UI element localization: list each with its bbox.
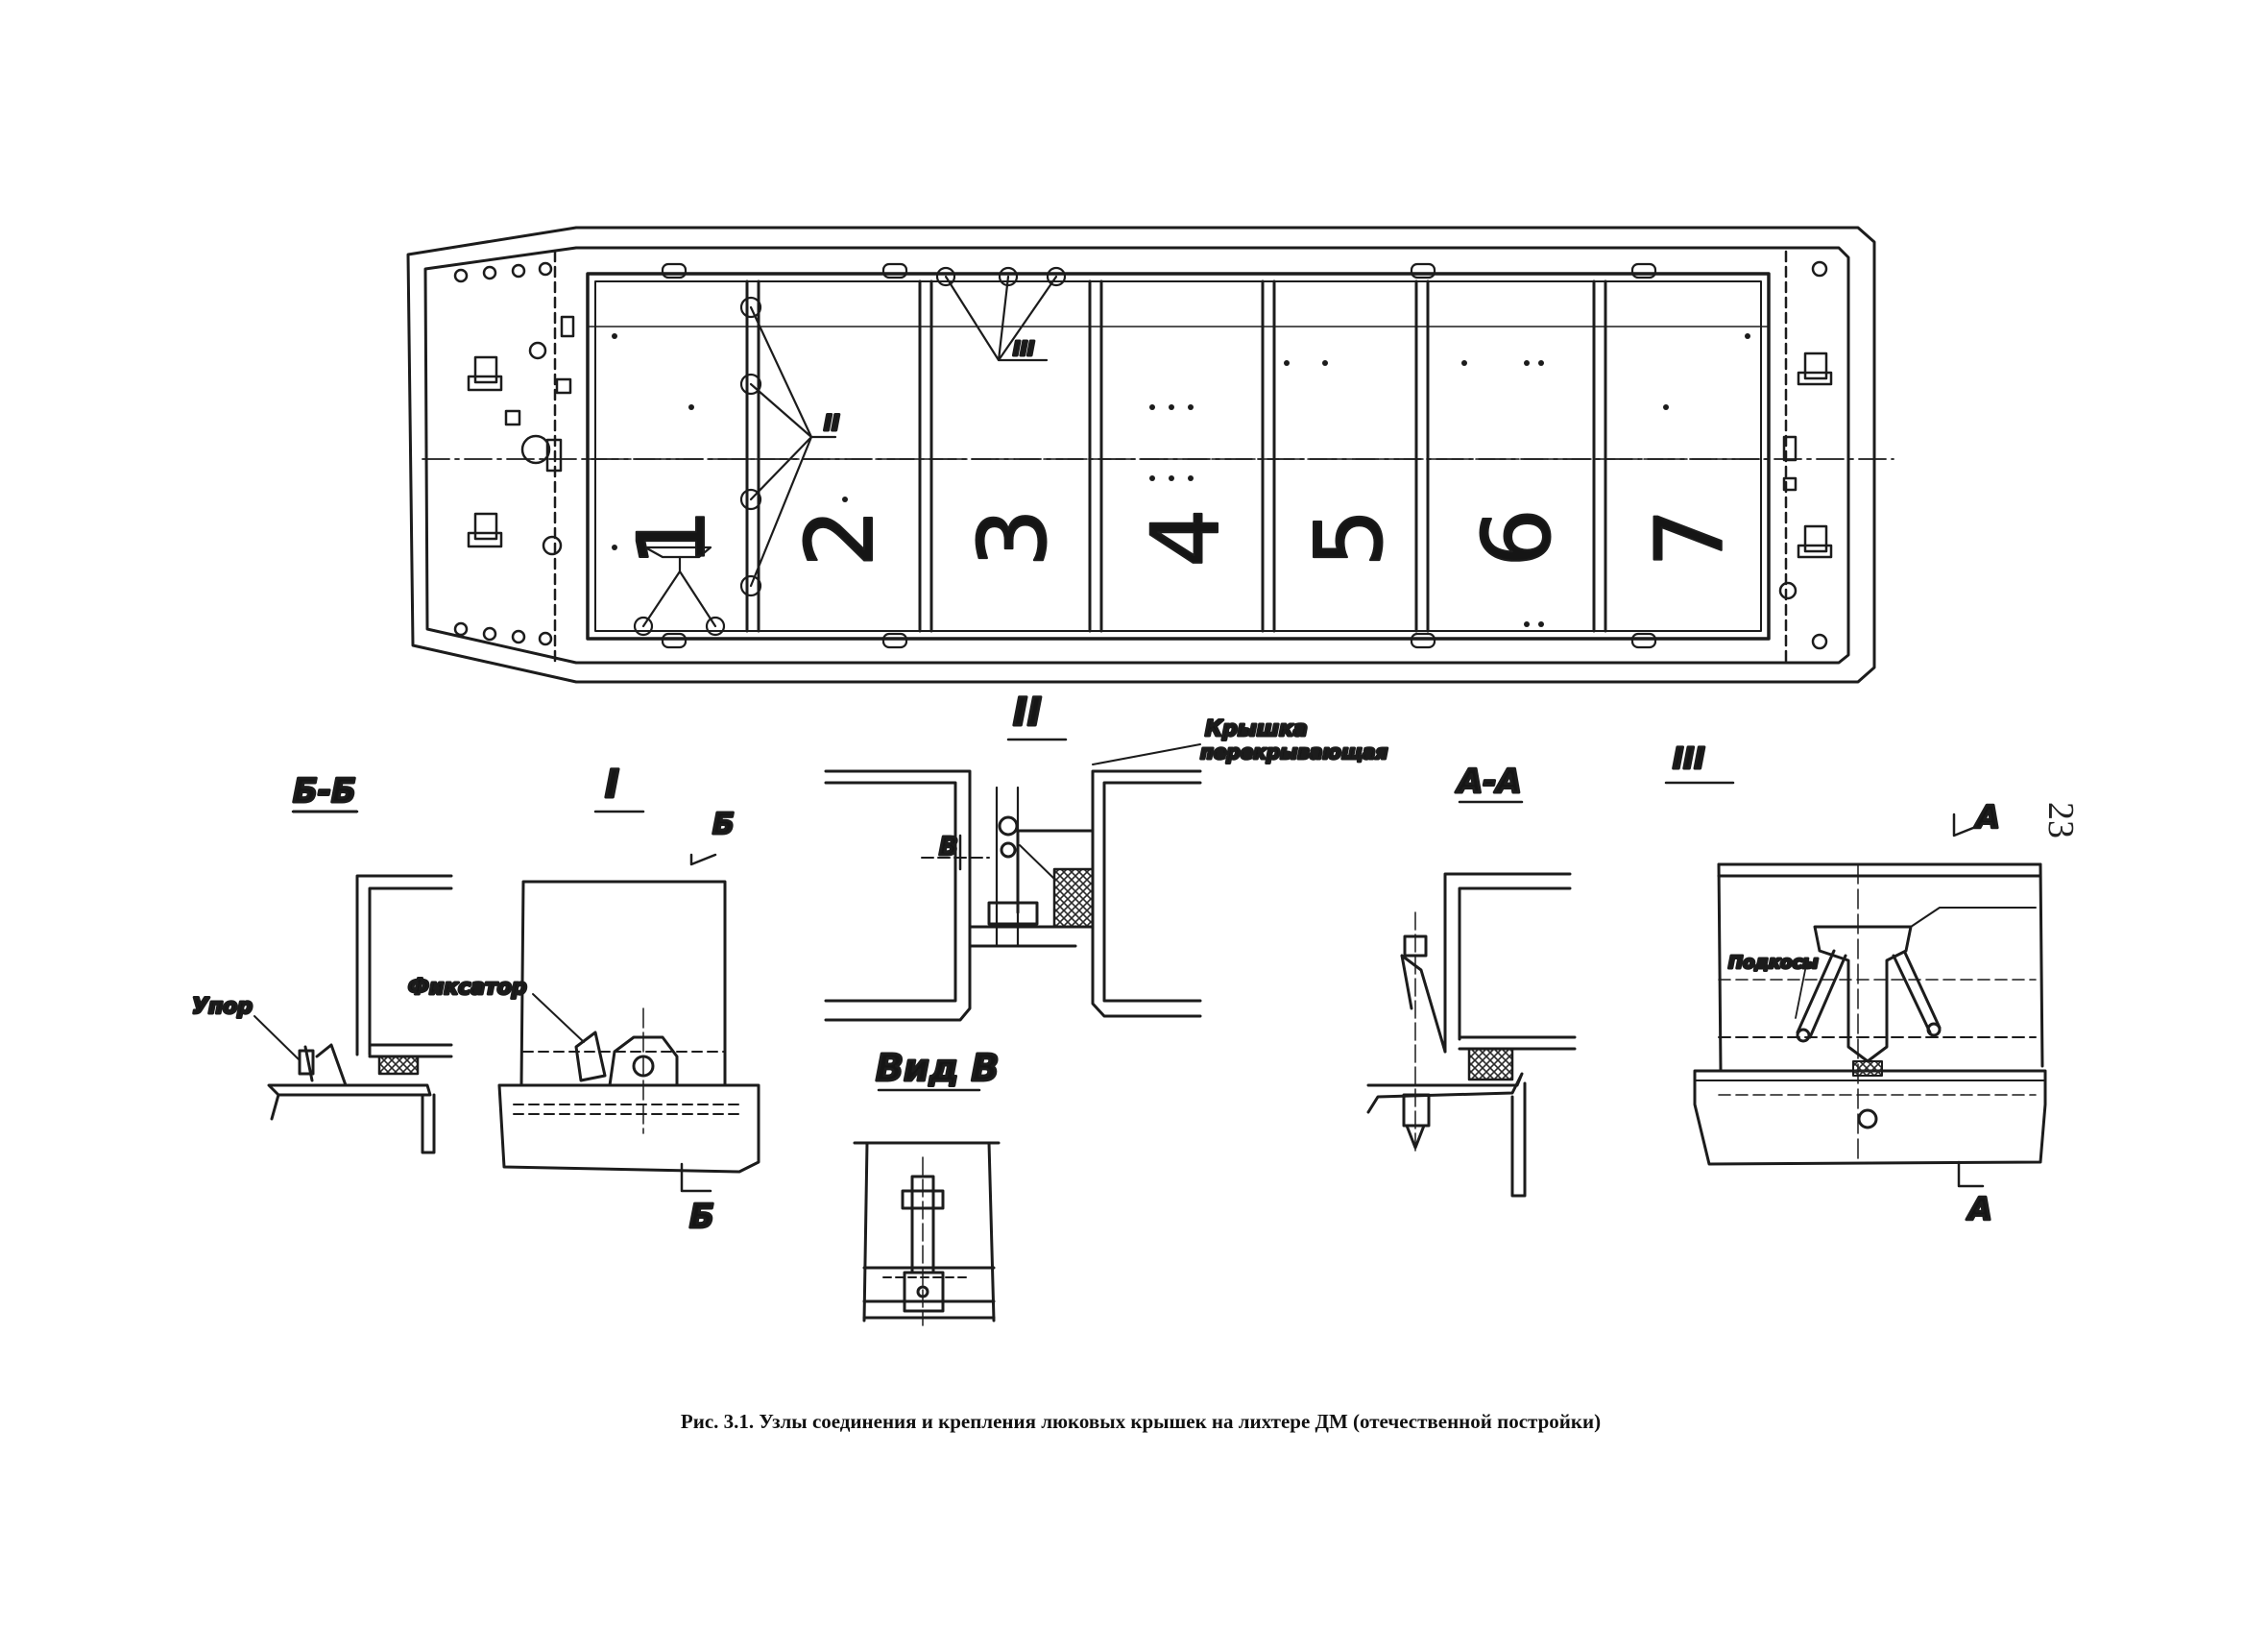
bb-title: Б-Б	[293, 772, 356, 811]
ii-cover-label-2: перекрывающая	[1200, 740, 1387, 764]
hatch-number-7: 7	[1636, 508, 1744, 567]
detail-II	[824, 738, 1202, 1022]
iii-brace-label: Подкосы	[1728, 953, 1819, 973]
page-number: 23	[2040, 802, 2081, 838]
iii-cut-bottom: А	[1966, 1191, 1992, 1227]
ii-view-marker: В	[939, 833, 958, 861]
hatch-number-2: 2	[786, 508, 894, 567]
hatch-number-5: 5	[1295, 508, 1403, 567]
barge-plan-view: II III 1 2 3 4 5 6 7	[406, 226, 1894, 684]
ii-title: II	[1013, 691, 1042, 735]
hatch-number-6: 6	[1463, 508, 1571, 567]
hatch-coaming	[586, 272, 1771, 641]
detail-I	[497, 810, 760, 1193]
view-v-title: Вид В	[876, 1047, 999, 1089]
detail-view-v	[853, 1088, 1001, 1326]
callout-II-label: II	[824, 412, 839, 436]
deck-outline	[423, 246, 1850, 665]
bb-stop-label: Упор	[192, 995, 253, 1019]
iii-cut-top: А	[1973, 799, 2000, 836]
i-cut-top: Б	[712, 808, 735, 841]
detail-III	[1664, 781, 2047, 1188]
hatch-cover-numbers: 1 2 3 4 5 6 7	[617, 507, 1745, 568]
hull-outline	[406, 226, 1876, 684]
callout-III-label: III	[1013, 337, 1035, 360]
i-title: I	[605, 763, 619, 807]
i-cut-bottom: Б	[689, 1198, 714, 1236]
ii-cover-label-1: Крышка	[1205, 717, 1308, 741]
detail-section-aa	[1366, 800, 1577, 1198]
hatch-number-4: 4	[1132, 508, 1240, 567]
aa-title: А-А	[1455, 763, 1522, 801]
i-fixer-label: Фиксатор	[408, 976, 527, 1000]
figure-caption: Рис. 3.1. Узлы соединения и крепления лю…	[680, 1410, 1602, 1433]
iii-title: III	[1673, 742, 1705, 776]
hatch-number-1: 1	[618, 508, 726, 567]
hatch-number-3: 3	[959, 508, 1067, 567]
